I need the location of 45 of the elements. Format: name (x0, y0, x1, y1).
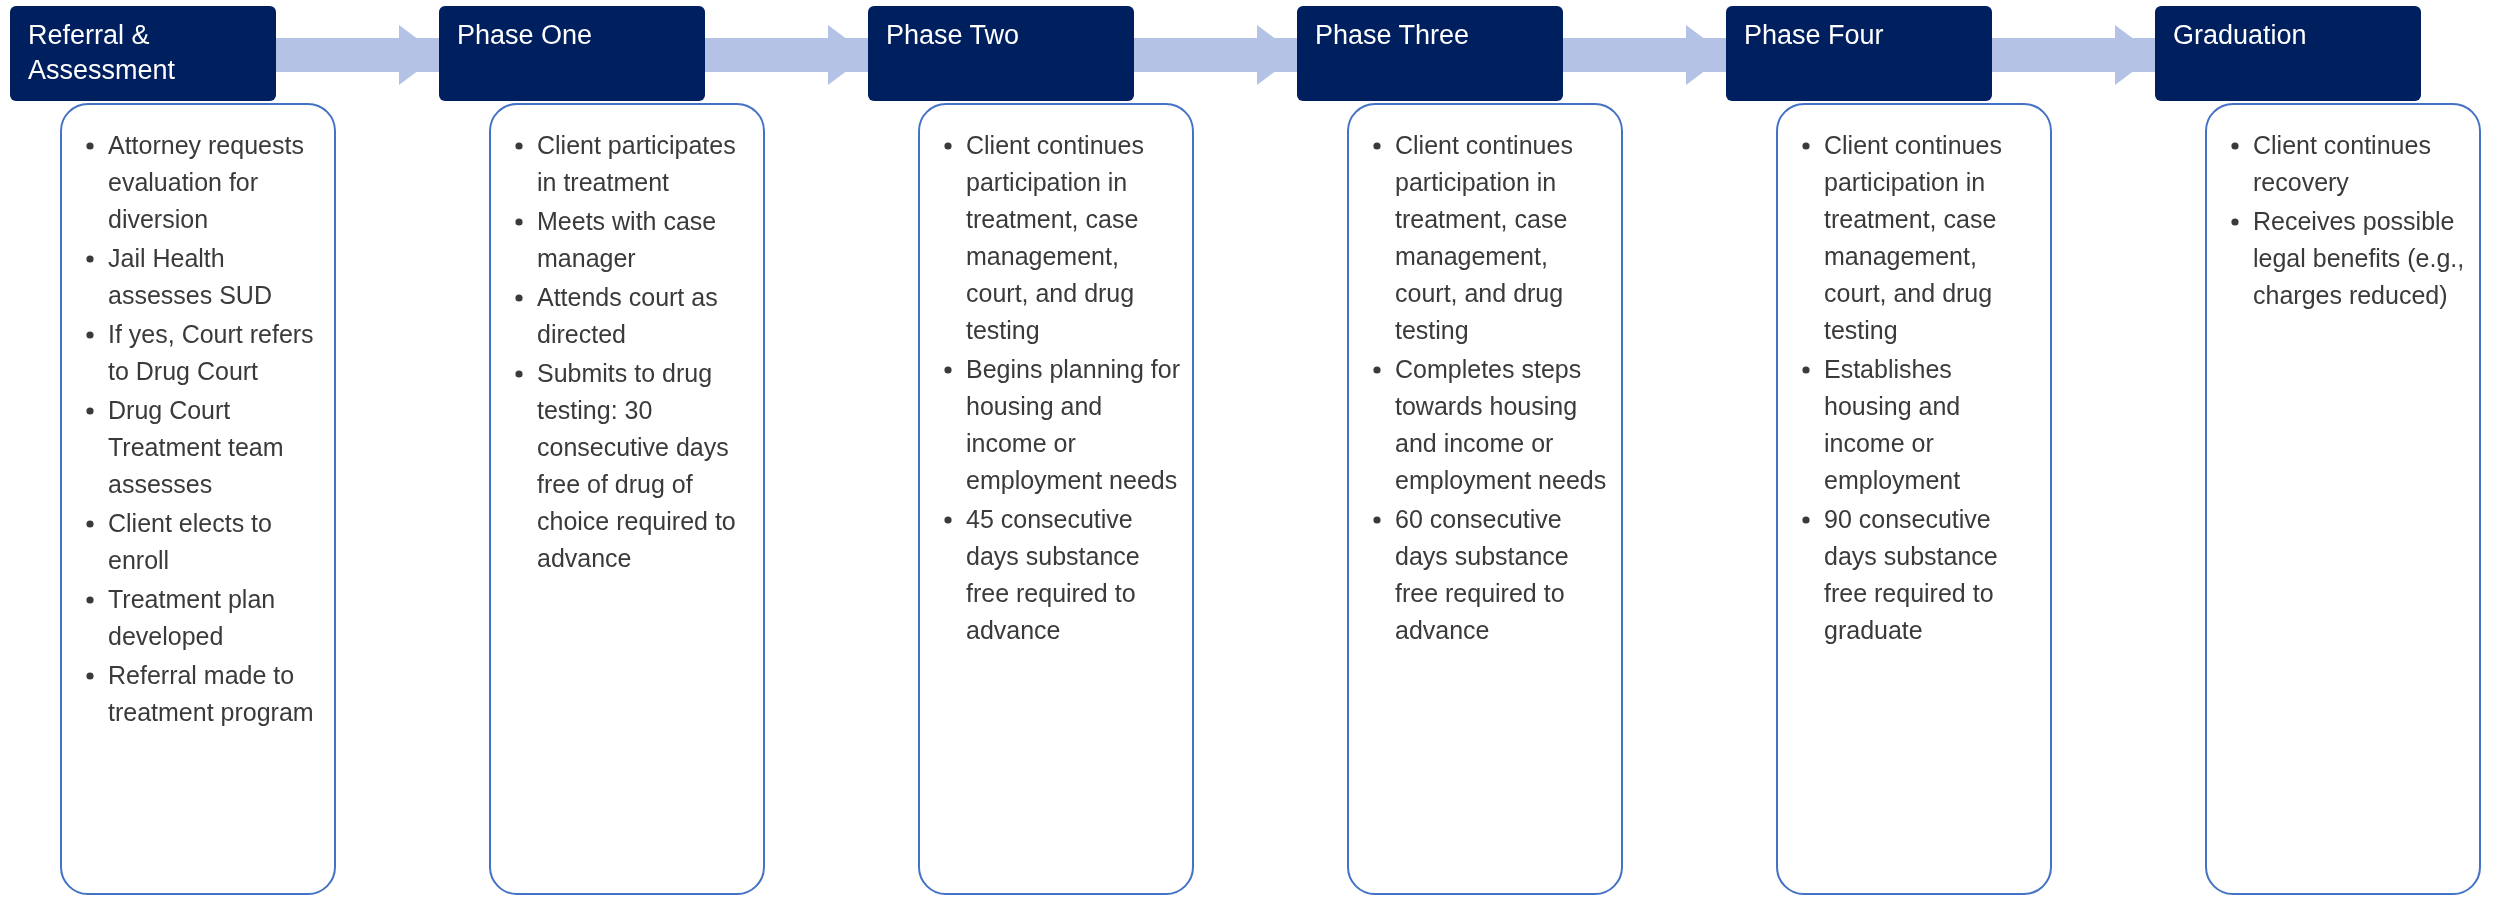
phase-header-box (1297, 6, 1563, 101)
list-item: If yes, Court refers to Drug Court (108, 320, 314, 385)
steps-panel (1347, 103, 1623, 895)
list-item: Client elects to enroll (108, 509, 272, 574)
list-item: Drug Court Treatment team assesses (108, 396, 284, 498)
list-item: 45 consecutive days substance free required to advance (966, 505, 1140, 644)
list-item: Client continues participation in treatment, case management, court, and drug testing (1395, 131, 1573, 344)
list-item: 60 consecutive days substance free required to advance (1395, 505, 1569, 644)
list-item: Client participates in treatment (537, 131, 736, 196)
phase-title: Phase Four (1744, 19, 1885, 52)
phase-header-box (10, 6, 276, 101)
list-item: Client continues participation in treatment, case management, court, and drug testing (966, 131, 1144, 344)
phase-title: Phase Two (886, 19, 1021, 52)
steps-panel (1776, 103, 2052, 895)
list-item: Attends court as directed (537, 283, 718, 348)
list-item: Submits to drug testing: 30 consecutive days free of drug of choice required to advance (537, 359, 736, 572)
list-item: Completes steps towards housing and income or employment needs (1395, 355, 1607, 494)
list-item: Attorney requests evaluation for diversion (108, 131, 304, 233)
list-item: Begins planning for housing and income or employment needs (966, 355, 1181, 494)
arrow (1134, 25, 1297, 85)
phase-title: Phase Three (1315, 19, 1471, 52)
list-item: 90 consecutive days substance free required to graduate (1824, 505, 1998, 644)
list-item: Treatment plan developed (108, 585, 276, 650)
list-item: Meets with case manager (537, 207, 717, 272)
phase-header-box (1726, 6, 1992, 101)
phase-header-box (868, 6, 1134, 101)
arrow (705, 25, 868, 85)
steps-panel (2205, 103, 2481, 895)
list-item: Jail Health assesses SUD (108, 244, 272, 309)
steps-panel (918, 103, 1194, 895)
arrow (276, 25, 439, 85)
phase-title: Phase One (457, 19, 594, 52)
list-item: Client continues participation in treatment, case management, court, and drug testing (1824, 131, 2002, 344)
steps-panel (489, 103, 765, 895)
phase-title: Referral & Assessment (28, 19, 177, 88)
arrow (1563, 25, 1726, 85)
list-item: Client continues recovery (2253, 131, 2431, 196)
arrow (1992, 25, 2155, 85)
phase-title: Graduation (2173, 19, 2308, 52)
list-item: Receives possible legal benefits (e.g., charges reduced) (2253, 207, 2465, 309)
phase-header-box (439, 6, 705, 101)
list-item: Referral made to treatment program (108, 661, 314, 726)
list-item: Establishes housing and income or employment (1824, 355, 1961, 494)
phase-header-box (2155, 6, 2421, 101)
steps-panel (60, 103, 336, 895)
